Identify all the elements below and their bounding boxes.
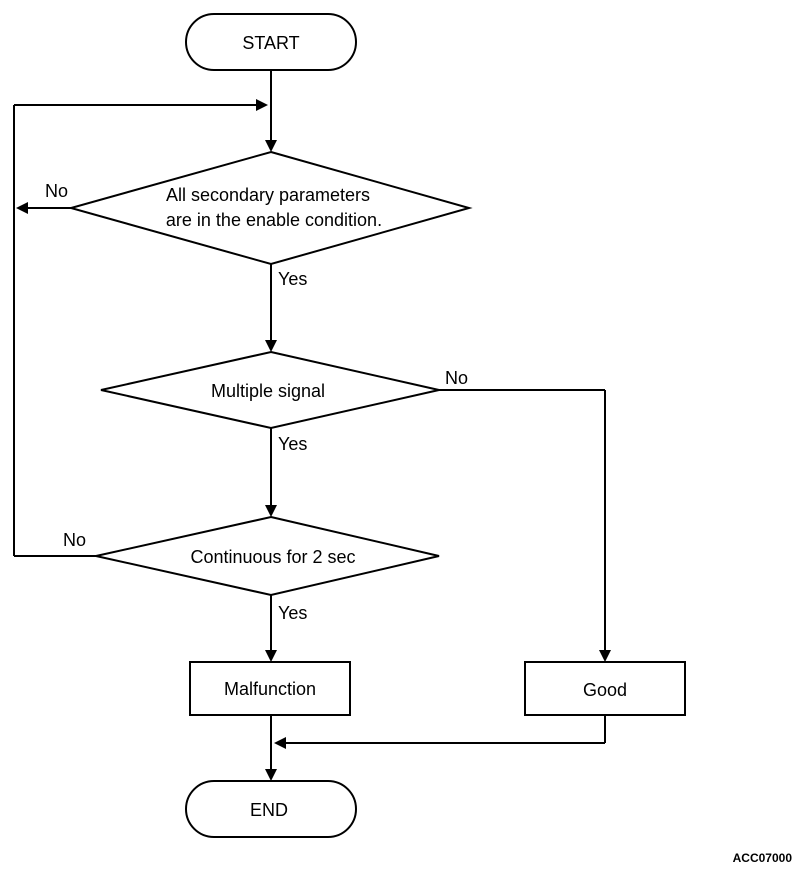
figure-code: ACC07000 (733, 851, 793, 865)
arrowhead-malfunction (265, 650, 277, 662)
arrowhead-merge (274, 737, 286, 749)
arrowhead-decision3 (265, 505, 277, 517)
decision3-no-label: No (63, 530, 86, 550)
process-malfunction (189, 661, 351, 716)
decision-multiple-signal-label: Multiple signal (211, 381, 325, 401)
arrowhead-decision1 (265, 140, 277, 152)
arrowhead-good (599, 650, 611, 662)
decision2-no-label: No (445, 368, 468, 388)
end-label: END (250, 800, 288, 820)
arrowhead-end (265, 769, 277, 781)
decision1-yes-label: Yes (278, 269, 307, 289)
process-good-label: Good (583, 680, 627, 700)
arrowhead-decision1-no (16, 202, 28, 214)
decision2-yes-label: Yes (278, 434, 307, 454)
decision3-yes-label: Yes (278, 603, 307, 623)
decision1-no-label: No (45, 181, 68, 201)
decision-secondary-line2: are in the enable condition. (166, 210, 382, 230)
decision-secondary-parameters (67, 150, 473, 266)
decision-continuous-label: Continuous for 2 sec (190, 547, 355, 567)
decision-secondary-line1: All secondary parameters (166, 185, 370, 205)
arrowhead-loop-entry (256, 99, 268, 111)
process-good (524, 661, 686, 716)
end-terminal (185, 780, 357, 838)
start-label: START (242, 33, 299, 53)
process-malfunction-label: Malfunction (224, 679, 316, 699)
arrowhead-decision2 (265, 340, 277, 352)
